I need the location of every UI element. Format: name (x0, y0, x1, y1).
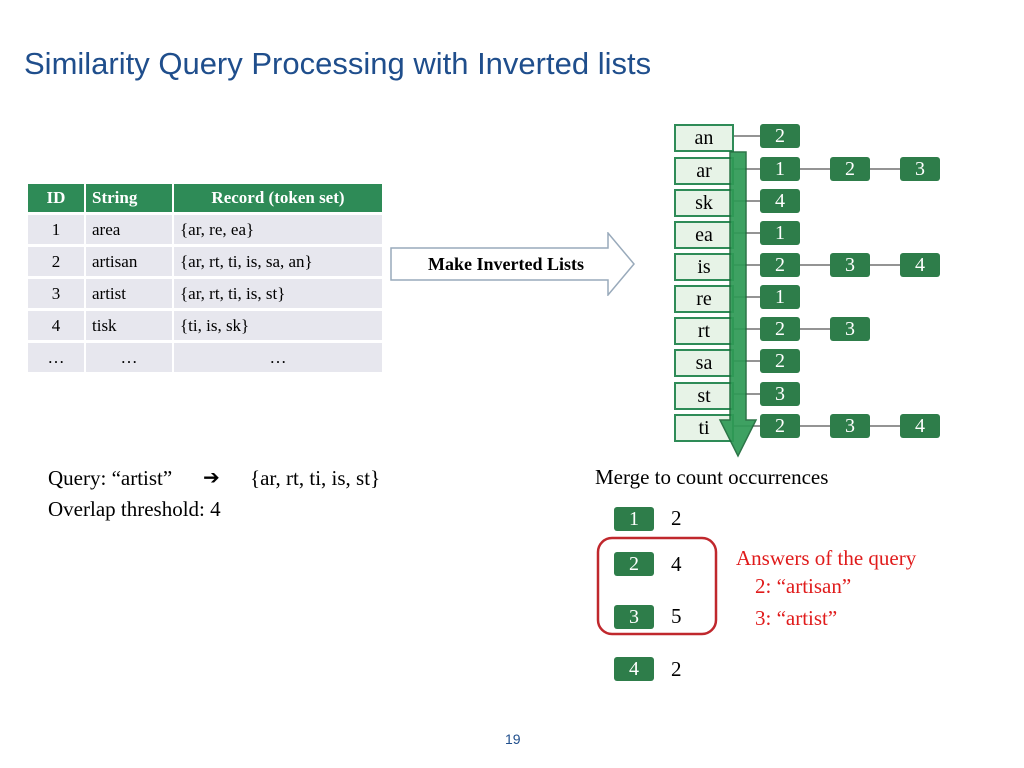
posting-is-2: 3 (830, 253, 870, 277)
answer-item: 3: “artist” (755, 606, 838, 630)
token-st: st (674, 382, 734, 410)
table-row: 2 artisan {ar, rt, ti, is, sa, an} (28, 244, 384, 278)
answers-heading: Answers of the query (736, 546, 917, 570)
merge-count-3: 5 (671, 604, 682, 628)
cell-id: 4 (28, 308, 86, 342)
posting-an-1: 2 (760, 124, 800, 148)
posting-ar-2: 2 (830, 157, 870, 181)
table-row: 3 artist {ar, rt, ti, is, st} (28, 276, 384, 310)
page-title: Similarity Query Processing with Inverte… (24, 46, 652, 81)
posting-ar-3: 3 (900, 157, 940, 181)
table-row: 4 tisk {ti, is, sk} (28, 308, 384, 342)
cell-record: {ti, is, sk} (173, 308, 384, 342)
cell-id: 3 (28, 276, 86, 310)
token-an: an (674, 124, 734, 152)
token-rt: rt (674, 317, 734, 345)
merge-count-1: 2 (671, 506, 682, 530)
token-re: re (674, 285, 734, 313)
merge-id-1: 1 (614, 507, 654, 531)
cell-record: {ar, re, ea} (173, 212, 384, 246)
make-lists-arrow (390, 232, 635, 296)
column-header-record: Record (token set) (173, 184, 384, 214)
merge-id-4: 4 (614, 657, 654, 681)
cell-id: … (28, 340, 86, 372)
column-header-string: String (85, 184, 174, 214)
posting-ti-1: 2 (760, 414, 800, 438)
token-ea: ea (674, 221, 734, 249)
posting-re-1: 1 (760, 285, 800, 309)
posting-sa-1: 2 (760, 349, 800, 373)
cell-string: artisan (85, 244, 174, 278)
make-lists-label: Make Inverted Lists (428, 254, 584, 274)
cell-record: {ar, rt, ti, is, st} (173, 276, 384, 310)
cell-record: {ar, rt, ti, is, sa, an} (173, 244, 384, 278)
table-row: 1 area {ar, re, ea} (28, 212, 384, 246)
posting-sk-1: 4 (760, 189, 800, 213)
table-header-row: ID String Record (token set) (28, 184, 384, 214)
cell-id: 1 (28, 212, 86, 246)
posting-rt-2: 3 (830, 317, 870, 341)
records-table: ID String Record (token set) 1 area {ar,… (28, 184, 384, 372)
posting-ea-1: 1 (760, 221, 800, 245)
query-label: Query: “artist” (48, 466, 173, 490)
overlap-threshold: Overlap threshold: 4 (48, 497, 221, 521)
cell-record: … (173, 340, 384, 372)
answer-item: 2: “artisan” (755, 574, 852, 598)
merge-count-2: 4 (671, 552, 682, 576)
posting-ar-1: 1 (760, 157, 800, 181)
table-row: … … … (28, 340, 384, 372)
cell-string: artist (85, 276, 174, 310)
posting-ti-3: 4 (900, 414, 940, 438)
posting-st-1: 3 (760, 382, 800, 406)
cell-id: 2 (28, 244, 86, 278)
column-header-id: ID (28, 184, 86, 214)
query-tokens: {ar, rt, ti, is, st} (250, 466, 381, 490)
posting-is-3: 4 (900, 253, 940, 277)
right-arrow-icon: ➔ (203, 467, 220, 489)
cell-string: tisk (85, 308, 174, 342)
merge-count-4: 2 (671, 657, 682, 681)
page-number: 19 (505, 731, 521, 747)
posting-rt-1: 2 (760, 317, 800, 341)
token-sk: sk (674, 189, 734, 217)
cell-string: … (85, 340, 174, 372)
merge-heading: Merge to count occurrences (595, 465, 829, 489)
posting-ti-2: 3 (830, 414, 870, 438)
merge-id-2: 2 (614, 552, 654, 576)
merge-id-3: 3 (614, 605, 654, 629)
cell-string: area (85, 212, 174, 246)
posting-is-1: 2 (760, 253, 800, 277)
